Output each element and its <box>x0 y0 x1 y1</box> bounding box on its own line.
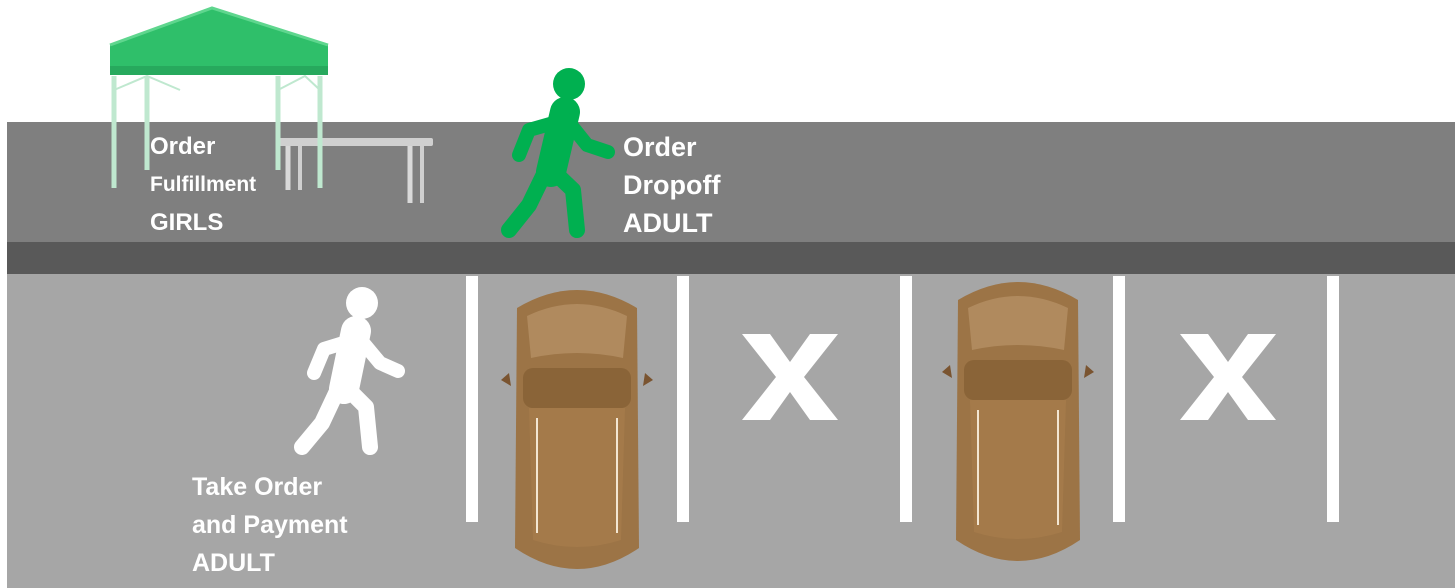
parking-stripe <box>466 276 478 522</box>
x-mark-icon <box>1178 332 1278 422</box>
take-order-line-2: and Payment <box>192 506 348 544</box>
take-order-line-1: Take Order <box>192 468 348 506</box>
walking-person-icon <box>290 285 415 465</box>
take-order-line-3: ADULT <box>192 544 348 582</box>
table-icon <box>278 138 433 203</box>
order-fulfillment-label: Order Fulfillment GIRLS <box>150 128 256 242</box>
order-dropoff-label: Order Dropoff ADULT <box>623 128 720 242</box>
car-icon <box>938 270 1098 576</box>
car-icon <box>497 278 657 584</box>
dropoff-line-2: Dropoff <box>623 166 720 204</box>
parking-stripe <box>900 276 912 522</box>
x-mark-icon <box>740 332 840 422</box>
parking-stripe <box>1327 276 1339 522</box>
take-order-label: Take Order and Payment ADULT <box>192 468 348 582</box>
fulfillment-line-3: GIRLS <box>150 204 256 242</box>
parking-stripe <box>1113 276 1125 522</box>
parking-stripe <box>677 276 689 522</box>
walking-person-icon <box>495 60 625 245</box>
fulfillment-line-1: Order <box>150 128 256 166</box>
dropoff-line-3: ADULT <box>623 204 720 242</box>
dropoff-line-1: Order <box>623 128 720 166</box>
curb <box>7 242 1455 274</box>
fulfillment-line-2: Fulfillment <box>150 166 256 204</box>
